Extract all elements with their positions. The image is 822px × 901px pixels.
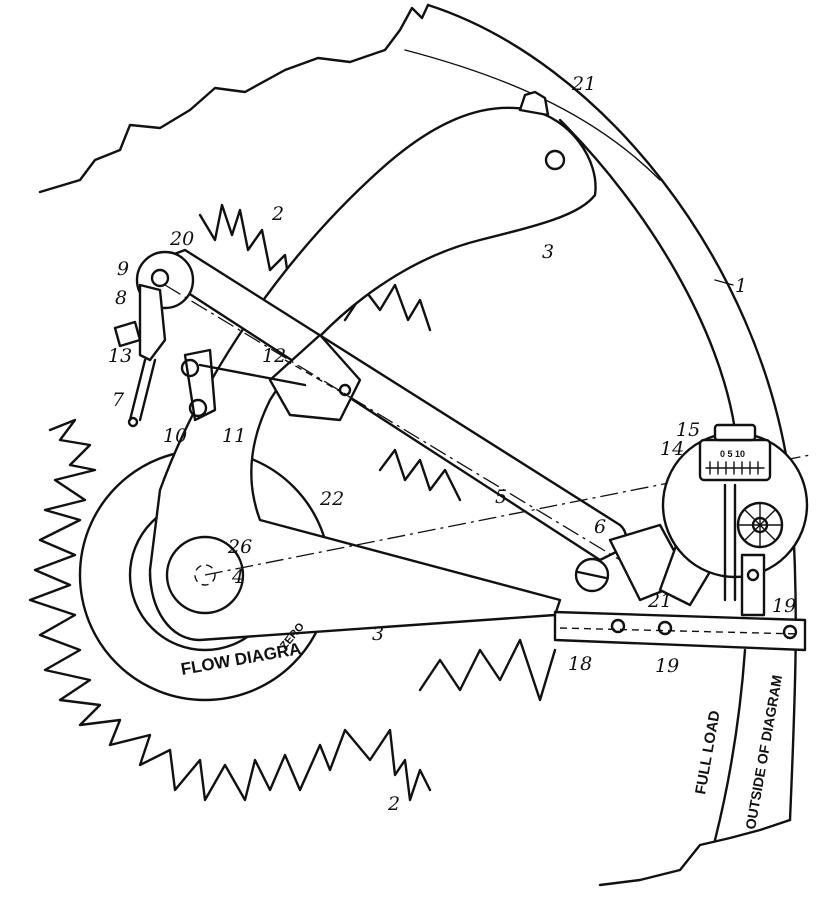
pin-10 [188,398,208,418]
label-20: 20 [169,228,194,250]
caption-full-load: FULL LOAD [692,709,723,796]
pivot-4 [194,564,216,586]
screw-19-a [610,618,626,634]
label-1: 1 [735,275,747,297]
label-4: 4 [231,566,244,588]
roller-pin-9 [150,268,170,288]
bracket-dashes [284,359,356,401]
lever-arm-7 [128,358,157,422]
dial-ticks [705,461,765,475]
label-12: 12 [262,345,286,367]
label-2-top: 2 [271,203,284,225]
knurled-nut-13 [113,320,142,348]
chart-paper-torn-edge-bottom [598,818,792,887]
label-8: 8 [115,287,127,309]
label-19-b: 19 [772,595,796,617]
caption-outside-of-diagram: OUTSIDE OF DIAGRAM [742,674,785,831]
label-13: 13 [108,345,132,367]
chart-ruling-arc [404,49,661,181]
flow-trace-jagged [28,203,557,802]
center-line-2 [164,284,621,561]
label-15: 15 [676,419,700,441]
chart-paper-outer-arc [426,3,797,822]
label-3-bottom: 3 [372,623,384,645]
label-26: 26 [227,536,252,558]
dial-scale-text: 0 5 10 [720,449,745,459]
leader-1 [714,279,734,286]
chart-inner-arc-lower [713,648,747,842]
label-19-a: 19 [655,655,679,677]
rod-12 [198,363,307,387]
chart-inner-arc [558,118,737,432]
pen-screw [746,568,760,582]
label-9: 9 [117,258,129,280]
lever-8 [138,283,167,362]
label-7: 7 [112,389,125,411]
label-5: 5 [495,486,507,508]
label-11: 11 [222,425,246,447]
pin-7 [127,416,139,428]
clamp-21-top [518,90,550,117]
label-14: 14 [660,438,684,460]
dial-cap-15 [713,423,757,442]
label-2-bottom: 2 [387,793,400,815]
label-6: 6 [594,516,606,538]
frame-pivot-hole [544,149,566,171]
pen-stem [723,483,737,602]
flow-trace-mid [378,448,462,502]
screw-12 [180,358,200,378]
star-wheel-spokes [737,502,783,548]
label-3-top: 3 [542,241,554,263]
label-21-top: 21 [571,73,596,95]
pen-body [740,553,766,617]
clamp-dashes [559,627,801,635]
label-22: 22 [319,488,344,510]
label-18: 18 [568,653,592,675]
label-10: 10 [163,425,187,447]
label-21-bottom: 21 [647,590,672,612]
pivot-6-slot [576,570,608,580]
bracket-screw [338,383,352,397]
chart-paper-torn-edge-top [38,3,430,194]
screw-19-c [782,624,798,640]
bracket-12 [268,333,362,422]
screw-19-b [657,620,673,636]
